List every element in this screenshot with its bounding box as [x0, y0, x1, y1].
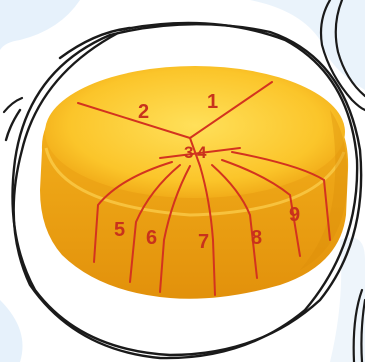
label-5: 5 — [114, 219, 125, 241]
label-9: 9 — [289, 204, 300, 226]
label-3: 3 — [184, 143, 193, 162]
label-4: 4 — [197, 143, 207, 162]
label-6: 6 — [146, 227, 157, 249]
label-2: 2 — [138, 101, 149, 123]
label-8: 8 — [251, 227, 262, 249]
label-7: 7 — [198, 231, 209, 253]
cheese-wheel — [40, 66, 348, 299]
label-1: 1 — [207, 91, 218, 113]
